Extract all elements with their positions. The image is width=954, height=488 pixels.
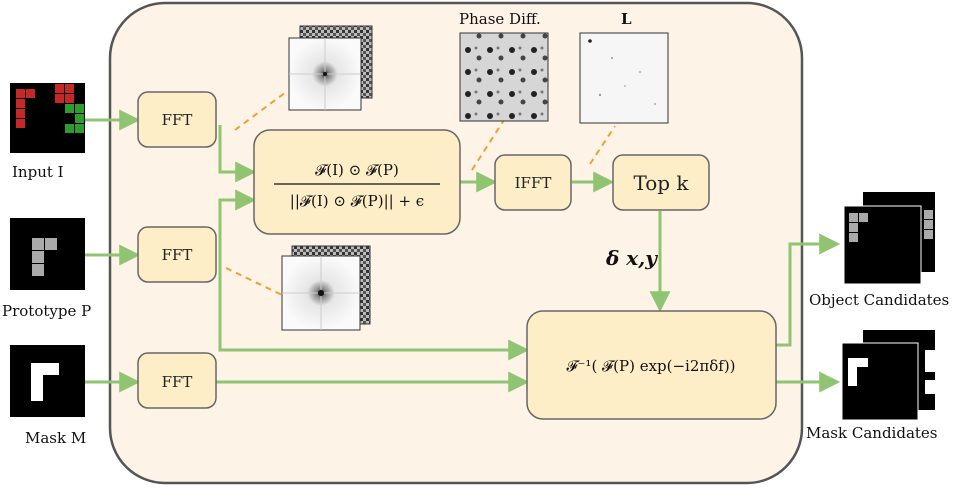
phase-diff-image (459, 32, 549, 122)
object-candidates-stack (843, 192, 935, 285)
spectrum-thumbnail-2 (281, 245, 371, 331)
arrow-fft2-formula (218, 189, 257, 255)
dash-phase (471, 119, 505, 171)
svg-text:FFT: FFT (162, 246, 193, 264)
spectrum-thumbnail-1 (288, 25, 373, 111)
svg-text:IFFT: IFFT (515, 174, 552, 192)
input-label: Input I (12, 163, 64, 181)
svg-text:FFT: FFT (162, 373, 193, 391)
svg-text:Top k: Top k (633, 171, 689, 195)
formula-numerator: 𝓕(I) ⊙ 𝓕(P) (315, 161, 399, 179)
arrow-fft2-inverse (218, 255, 530, 361)
prototype-image (10, 218, 85, 290)
inverse-fft-box: 𝓕⁻¹( 𝓕(P) exp(−i2πδf)) (526, 310, 777, 420)
l-map-label: L (621, 10, 632, 28)
delta-label: δ x,y (605, 246, 658, 270)
dash-l (589, 125, 616, 165)
arrow-fft1-formula (218, 125, 257, 183)
formula-denominator: ||𝓕(I) ⊙ 𝓕(P)|| + ϵ (290, 192, 424, 210)
topk-box: Top k (612, 154, 710, 211)
arrow-inverse-object (776, 233, 841, 347)
mask-image (10, 345, 85, 417)
ifft-box: IFFT (494, 154, 572, 211)
l-map-image (579, 32, 669, 124)
prototype-label: Prototype P (2, 302, 91, 320)
phase-diff-label: Phase Diff. (459, 10, 541, 28)
svg-text:FFT: FFT (162, 111, 193, 129)
input-image (10, 83, 85, 153)
fft-box-1: FFT (137, 91, 217, 148)
mask-candidates-label: Mask Candidates (806, 424, 937, 442)
mask-candidates-stack (841, 330, 935, 421)
fft-box-2: FFT (137, 226, 217, 283)
fft-box-3: FFT (137, 352, 217, 409)
formula-box: 𝓕(I) ⊙ 𝓕(P) ||𝓕(I) ⊙ 𝓕(P)|| + ϵ (253, 129, 461, 235)
mask-label: Mask M (25, 429, 86, 447)
object-candidates-label: Object Candidates (809, 291, 949, 309)
svg-text:𝓕⁻¹( 𝓕(P) exp(−i2πδf)): 𝓕⁻¹( 𝓕(P) exp(−i2πδf)) (566, 357, 735, 375)
